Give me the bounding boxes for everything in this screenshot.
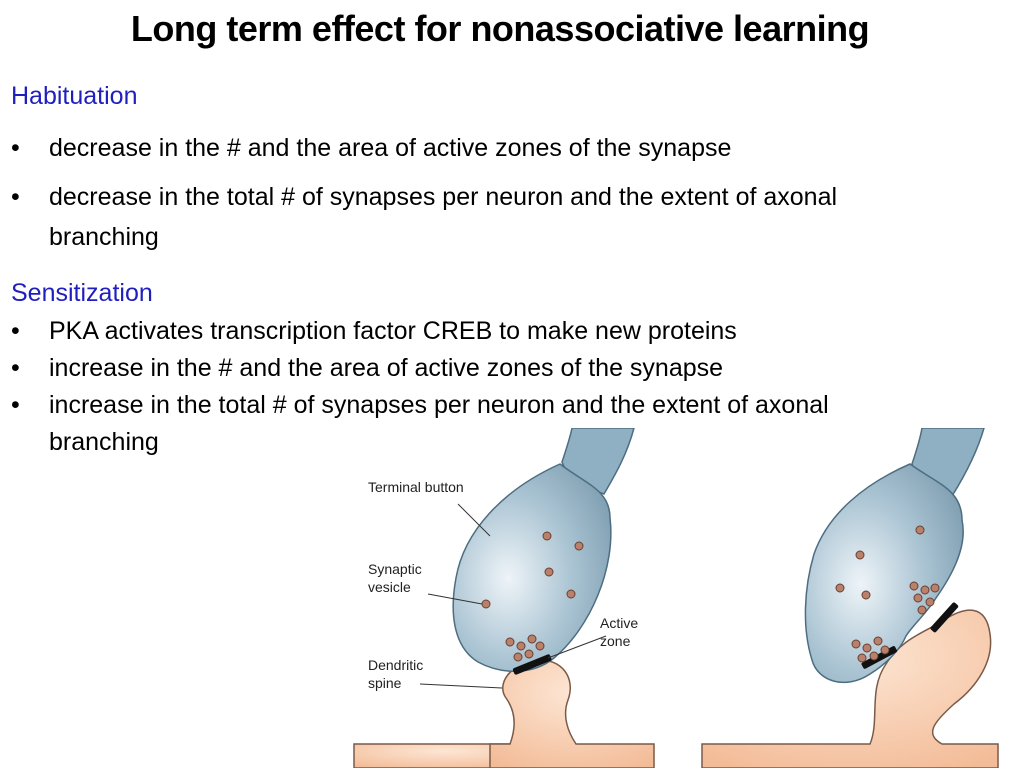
sensitization-heading: Sensitization: [11, 279, 153, 307]
left-active-zone: [512, 654, 552, 675]
bullet-dot: •: [11, 134, 20, 162]
synapse-illustration: Terminal button Synaptic vesicle Active …: [353, 428, 999, 768]
label-synaptic: Synaptic: [368, 561, 422, 577]
bullet-dot: •: [11, 354, 20, 382]
label-zone: zone: [600, 633, 631, 649]
left-synapse: Terminal button Synaptic vesicle Active …: [353, 428, 655, 768]
right-dendrite: [701, 609, 999, 768]
right-active-zone-2: [930, 602, 959, 633]
right-synapse: [701, 428, 999, 768]
bullet-dot: •: [11, 391, 20, 419]
label-terminal-button: Terminal button: [368, 479, 464, 495]
label-vesicle: vesicle: [368, 579, 411, 595]
label-spine: spine: [368, 675, 402, 691]
bullet-dot: •: [11, 183, 20, 211]
bullet-text: decrease in the total # of synapses per …: [49, 183, 838, 251]
habituation-heading: Habituation: [11, 82, 138, 110]
bullet-text: increase in the # and the area of active…: [49, 354, 724, 382]
habituation-bullet-1: • decrease in the # and the area of acti…: [11, 128, 971, 168]
left-leader-lines: [419, 503, 607, 689]
sensitization-bullet-1: • PKA activates transcription factor CRE…: [11, 313, 971, 350]
habituation-bullet-2: • decrease in the total # of synapses pe…: [11, 177, 941, 257]
label-active: Active: [600, 615, 638, 631]
right-terminal-button: [804, 463, 964, 684]
label-dendritic: Dendritic: [368, 657, 423, 673]
slide-title: Long term effect for nonassociative lear…: [130, 8, 870, 49]
bullet-text: PKA activates transcription factor CREB …: [49, 317, 737, 345]
left-dendrite: [489, 659, 655, 768]
sensitization-bullet-2: • increase in the # and the area of acti…: [11, 350, 971, 387]
left-vesicles: [481, 531, 584, 662]
right-vesicles: [835, 525, 940, 663]
sensitization-bullet-3: • increase in the total # of synapses pe…: [11, 387, 941, 461]
bullet-text: increase in the total # of synapses per …: [49, 391, 829, 456]
bullet-text: decrease in the # and the area of active…: [49, 134, 732, 162]
bullet-dot: •: [11, 317, 20, 345]
